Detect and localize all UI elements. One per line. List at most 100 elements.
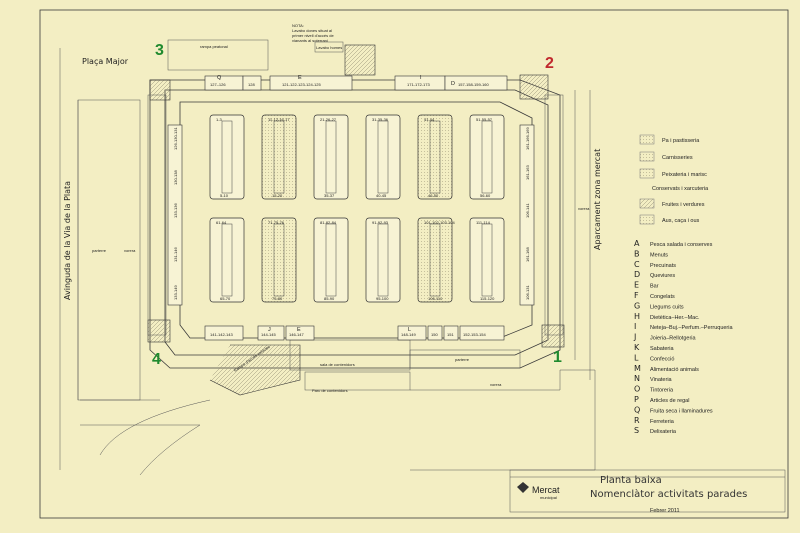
island-aisle <box>429 223 441 297</box>
entrance-1: 1 <box>553 349 562 366</box>
island-label-bottom: 106-110 <box>428 296 443 301</box>
stall-island: 111-114 115-120 <box>469 217 505 303</box>
island-label-top: 31-35-36 <box>372 117 389 122</box>
stall-island: 101-102-103-104 106-110 <box>417 217 455 303</box>
bottom-letter-3: L <box>408 327 411 333</box>
legend-preserves: Conservats i xarcuteria <box>652 186 709 192</box>
island-label-top: 11-12-16-17 <box>268 117 290 122</box>
bottom-stall-row: 141-142-143 144-145 146-147 148-149 150 … <box>204 325 505 341</box>
bottom-stall-4: 148-149 <box>401 332 416 337</box>
note-line-1: NOTA: <box>292 23 304 28</box>
activity-letter: L <box>634 353 639 362</box>
bottom-stall-7: 152-153-154 <box>463 332 486 337</box>
island-label-bottom: 35-37 <box>324 193 335 198</box>
entrance-2: 2 <box>545 55 554 72</box>
island-label-bottom: 115-120 <box>480 296 495 301</box>
top-stall-5: 157-158-159-160 <box>458 82 489 87</box>
activity-label: Congelats <box>650 294 675 300</box>
entrance-markers: 3 2 4 1 <box>152 42 562 368</box>
activity-label: Pesca salada i conserves <box>650 242 713 248</box>
activity-letter: R <box>634 416 640 425</box>
island-label-bottom: 65-70 <box>220 296 231 301</box>
activity-letter: S <box>634 426 639 435</box>
activity-label: Joieria–Rellotgeria <box>650 336 696 342</box>
title-line-2: Nomenclàtor activitats parades <box>590 488 747 500</box>
activity-letter: I <box>634 322 636 331</box>
top-stall-1: 127–126 <box>210 82 226 87</box>
activity-label: Precuinats <box>650 263 676 269</box>
island-aisle <box>429 120 441 194</box>
logo-text: Mercat <box>532 485 560 495</box>
island-label-top: 101-102-103-104 <box>424 220 455 225</box>
island-outline <box>209 114 245 200</box>
island-aisle <box>273 223 285 297</box>
legend-fish: Peixateria i marisc <box>662 172 707 178</box>
note-line-4: vianants al soterrani <box>292 38 328 43</box>
island-outline <box>261 114 297 200</box>
left-stall-5: 133-149 <box>173 285 178 300</box>
island-label-top: 81-82-84 <box>320 220 337 225</box>
island-outline <box>261 217 297 303</box>
mercat-logo-icon <box>517 482 529 493</box>
activity-letter: J <box>633 333 636 342</box>
left-stall-2: 130-138 <box>173 170 178 185</box>
island-label-bottom: 46-50 <box>428 193 439 198</box>
activity-label: Fruita seca i llaminadures <box>650 408 713 414</box>
activity-label: Bar <box>650 284 659 290</box>
island-label-top: 71-75-76 <box>268 220 285 225</box>
side-stall-columns: 126-130-131 130-138 133-136 131-146 133-… <box>167 124 535 306</box>
pedestrian-ramp <box>167 39 269 71</box>
island-aisle <box>221 223 233 297</box>
logo-subtext: municipal <box>540 495 557 500</box>
activity-letter: D <box>634 270 640 279</box>
island-label-top: 41-44 <box>424 117 435 122</box>
island-label-bottom: 40-45 <box>376 193 387 198</box>
island-aisle <box>377 120 389 194</box>
vorera-label-right: vorera <box>578 206 590 211</box>
island-label-bottom: 95-100 <box>376 296 389 301</box>
left-stall-3: 133-136 <box>173 203 178 218</box>
right-stall-3: 106-141 <box>525 203 530 218</box>
activity-label: Dietètica–Her.–Mac. <box>650 315 700 321</box>
activity-letter: N <box>634 374 640 383</box>
activity-letter: E <box>634 281 639 290</box>
activity-letter: A <box>634 239 640 248</box>
building: rampa peatonal Lavabo homes NOTA: Lavabo… <box>147 23 565 396</box>
top-letter-4: D <box>451 81 455 87</box>
top-stall-3: 121-122-123-124-125 <box>282 82 321 87</box>
island-label-top: 51-55-57 <box>476 117 493 122</box>
island-label-bottom: 5-10 <box>220 193 229 198</box>
plaza-label: Plaça Major <box>82 57 129 66</box>
activity-letter: G <box>634 301 640 310</box>
island-aisle <box>377 223 389 297</box>
stall-island: 1-35-10 <box>209 114 245 200</box>
right-stall-5: 106-131 <box>525 285 530 300</box>
activity-letter: C <box>634 260 640 269</box>
ramp-label: rampa peatonal <box>200 44 228 49</box>
parking-label: Aparcament zona mercat <box>593 149 602 250</box>
stall-island: 11-12-16-17 15-20 <box>261 114 297 200</box>
bottom-stall-5: 150 <box>431 332 438 337</box>
top-stall-row: 127–126 128 121-122-123-124-125 171-172-… <box>204 75 508 91</box>
island-outline <box>313 217 349 303</box>
activity-label: Delixateria <box>650 429 677 435</box>
island-aisle <box>481 120 493 194</box>
bottom-stall-1: 141-142-143 <box>210 332 233 337</box>
avenue-label: Avinguda de la Via de la Plata <box>63 181 72 300</box>
island-label-top: 111-114 <box>476 220 491 225</box>
drawing-frame <box>39 9 789 519</box>
bottom-letter-2: E <box>297 327 301 333</box>
island-label-bottom: 15-20 <box>272 193 283 198</box>
bottom-stall-3: 146-147 <box>289 332 304 337</box>
bottom-stall-6: 151 <box>447 332 454 337</box>
top-letter-2: E <box>298 75 302 81</box>
island-outline <box>313 114 349 200</box>
island-outline <box>469 217 505 303</box>
activity-label: Ferreteria <box>650 419 675 425</box>
